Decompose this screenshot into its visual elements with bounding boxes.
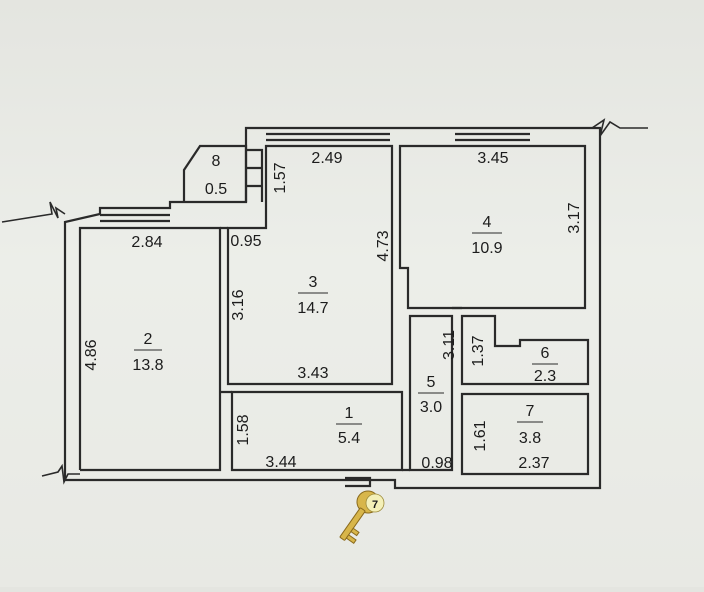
dim-3-43: 3.43 (297, 365, 328, 382)
room-8-number: 8 (212, 153, 221, 170)
room-6-outline (460, 314, 590, 386)
dim-2-49: 2.49 (311, 150, 342, 167)
partition-5-stub (402, 306, 462, 472)
dim-0-95: 0.95 (230, 233, 261, 250)
room-4-number: 4 (483, 214, 492, 231)
walls (63, 126, 602, 490)
room-7-number: 7 (526, 403, 535, 420)
room-5-outline (408, 314, 454, 472)
room-2-number: 2 (144, 331, 153, 348)
room-3-number: 3 (309, 274, 318, 291)
room-1-outline (230, 390, 404, 472)
dim-3-45: 3.45 (477, 150, 508, 167)
partition-2-3 (220, 226, 232, 394)
break-right (591, 118, 648, 137)
room-5-area: 3.0 (420, 399, 442, 416)
break-bottom (41, 463, 80, 485)
room-8-outline (182, 144, 248, 202)
room-2-area: 13.8 (132, 357, 163, 374)
inner-wall-left (78, 226, 222, 472)
dim-4-73: 4.73 (375, 230, 392, 261)
dim-1-61: 1.61 (472, 420, 489, 451)
room-6-area: 2.3 (534, 368, 556, 385)
room-7-outline (460, 392, 590, 476)
dimension-labels: 2.49 1.57 3.45 3.17 2.84 0.95 4.73 3.16 … (83, 150, 583, 472)
wall-break-marks (1, 118, 648, 485)
room-5-number: 5 (427, 374, 436, 391)
room-3-area: 14.7 (297, 300, 328, 317)
dim-3-11: 3.11 (441, 330, 458, 360)
room-4-area: 10.9 (471, 240, 502, 257)
dim-1-57: 1.57 (272, 162, 289, 193)
dim-2-37: 2.37 (518, 455, 549, 472)
window-top-right (455, 132, 530, 142)
room-7-area: 3.8 (519, 430, 541, 447)
entry-gap (345, 476, 372, 488)
dim-4-86: 4.86 (83, 339, 100, 370)
break-left (1, 201, 66, 223)
room-6-number: 6 (541, 345, 550, 362)
room-8-partition (246, 148, 264, 202)
dim-3-16: 3.16 (230, 289, 247, 320)
window-top-center (266, 132, 390, 142)
dim-2-84: 2.84 (131, 234, 162, 251)
room-labels: 2 13.8 3 14.7 4 10.9 1 5.4 5 3.0 6 2.3 7… (132, 153, 558, 447)
room-8-area: 0.5 (205, 181, 227, 198)
dim-1-37: 1.37 (470, 335, 487, 366)
room-3-outline (226, 144, 394, 386)
room-1-number: 1 (345, 405, 354, 422)
key-badge (365, 493, 385, 513)
room-1-area: 5.4 (338, 430, 360, 447)
key-badge-label: 7 (372, 499, 378, 511)
room-4-outline (398, 144, 587, 310)
window-top-left (100, 213, 170, 223)
dim-3-17: 3.17 (566, 202, 583, 233)
dim-3-44: 3.44 (265, 454, 296, 471)
dim-1-58: 1.58 (235, 414, 252, 445)
dim-0-98: 0.98 (421, 455, 452, 472)
key-icon: 7 (339, 490, 385, 544)
